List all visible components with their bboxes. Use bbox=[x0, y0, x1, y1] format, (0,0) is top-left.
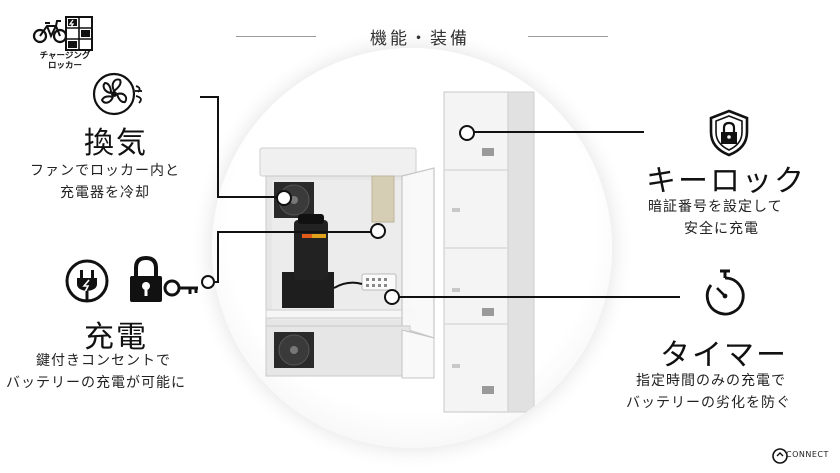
ventilation-desc-line1: ファンでロッカー内と bbox=[30, 163, 180, 179]
connect-logo-icon bbox=[772, 448, 788, 464]
logo-text-line2: ロッカー bbox=[47, 61, 82, 71]
plug-icon bbox=[65, 259, 109, 303]
shield-lock-icon bbox=[709, 109, 749, 157]
ventilation-title: 換気 bbox=[84, 126, 148, 161]
header-divider-left bbox=[236, 36, 316, 37]
timer-desc-line2: バッテリーの劣化を防ぐ bbox=[626, 395, 791, 411]
keylock-title: キーロック bbox=[646, 164, 806, 199]
timer-desc-line1: 指定時間のみの充電で bbox=[636, 373, 786, 389]
open-locker bbox=[259, 147, 435, 379]
keylock-desc-line1: 暗証番号を設定して bbox=[648, 199, 783, 215]
padlock-key-icon bbox=[130, 255, 198, 302]
keylock-desc-line2: 安全に充電 bbox=[684, 221, 759, 237]
charging-title: 充電 bbox=[84, 320, 148, 355]
tall-locker bbox=[443, 91, 535, 413]
header-divider-right bbox=[528, 36, 608, 37]
fan-icon bbox=[92, 72, 142, 116]
charging-desc-line2: バッテリーの充電が可能に bbox=[6, 375, 186, 391]
stopwatch-icon bbox=[705, 269, 745, 316]
timer-title: タイマー bbox=[660, 338, 788, 373]
product-image-circle bbox=[212, 48, 612, 448]
ventilation-desc-line2: 充電器を冷却 bbox=[60, 185, 150, 201]
charging-desc-line1: 鍵付きコンセントで bbox=[36, 353, 171, 369]
page-title: 機能・装備 bbox=[370, 29, 470, 49]
locker-illustration bbox=[259, 91, 535, 413]
logo-text-line1: チャージング bbox=[39, 51, 91, 61]
logo-text: チャージング ロッカー bbox=[30, 51, 100, 71]
brand-name: CONNECT bbox=[786, 450, 829, 459]
charging-locker-logo-icon bbox=[32, 16, 93, 51]
